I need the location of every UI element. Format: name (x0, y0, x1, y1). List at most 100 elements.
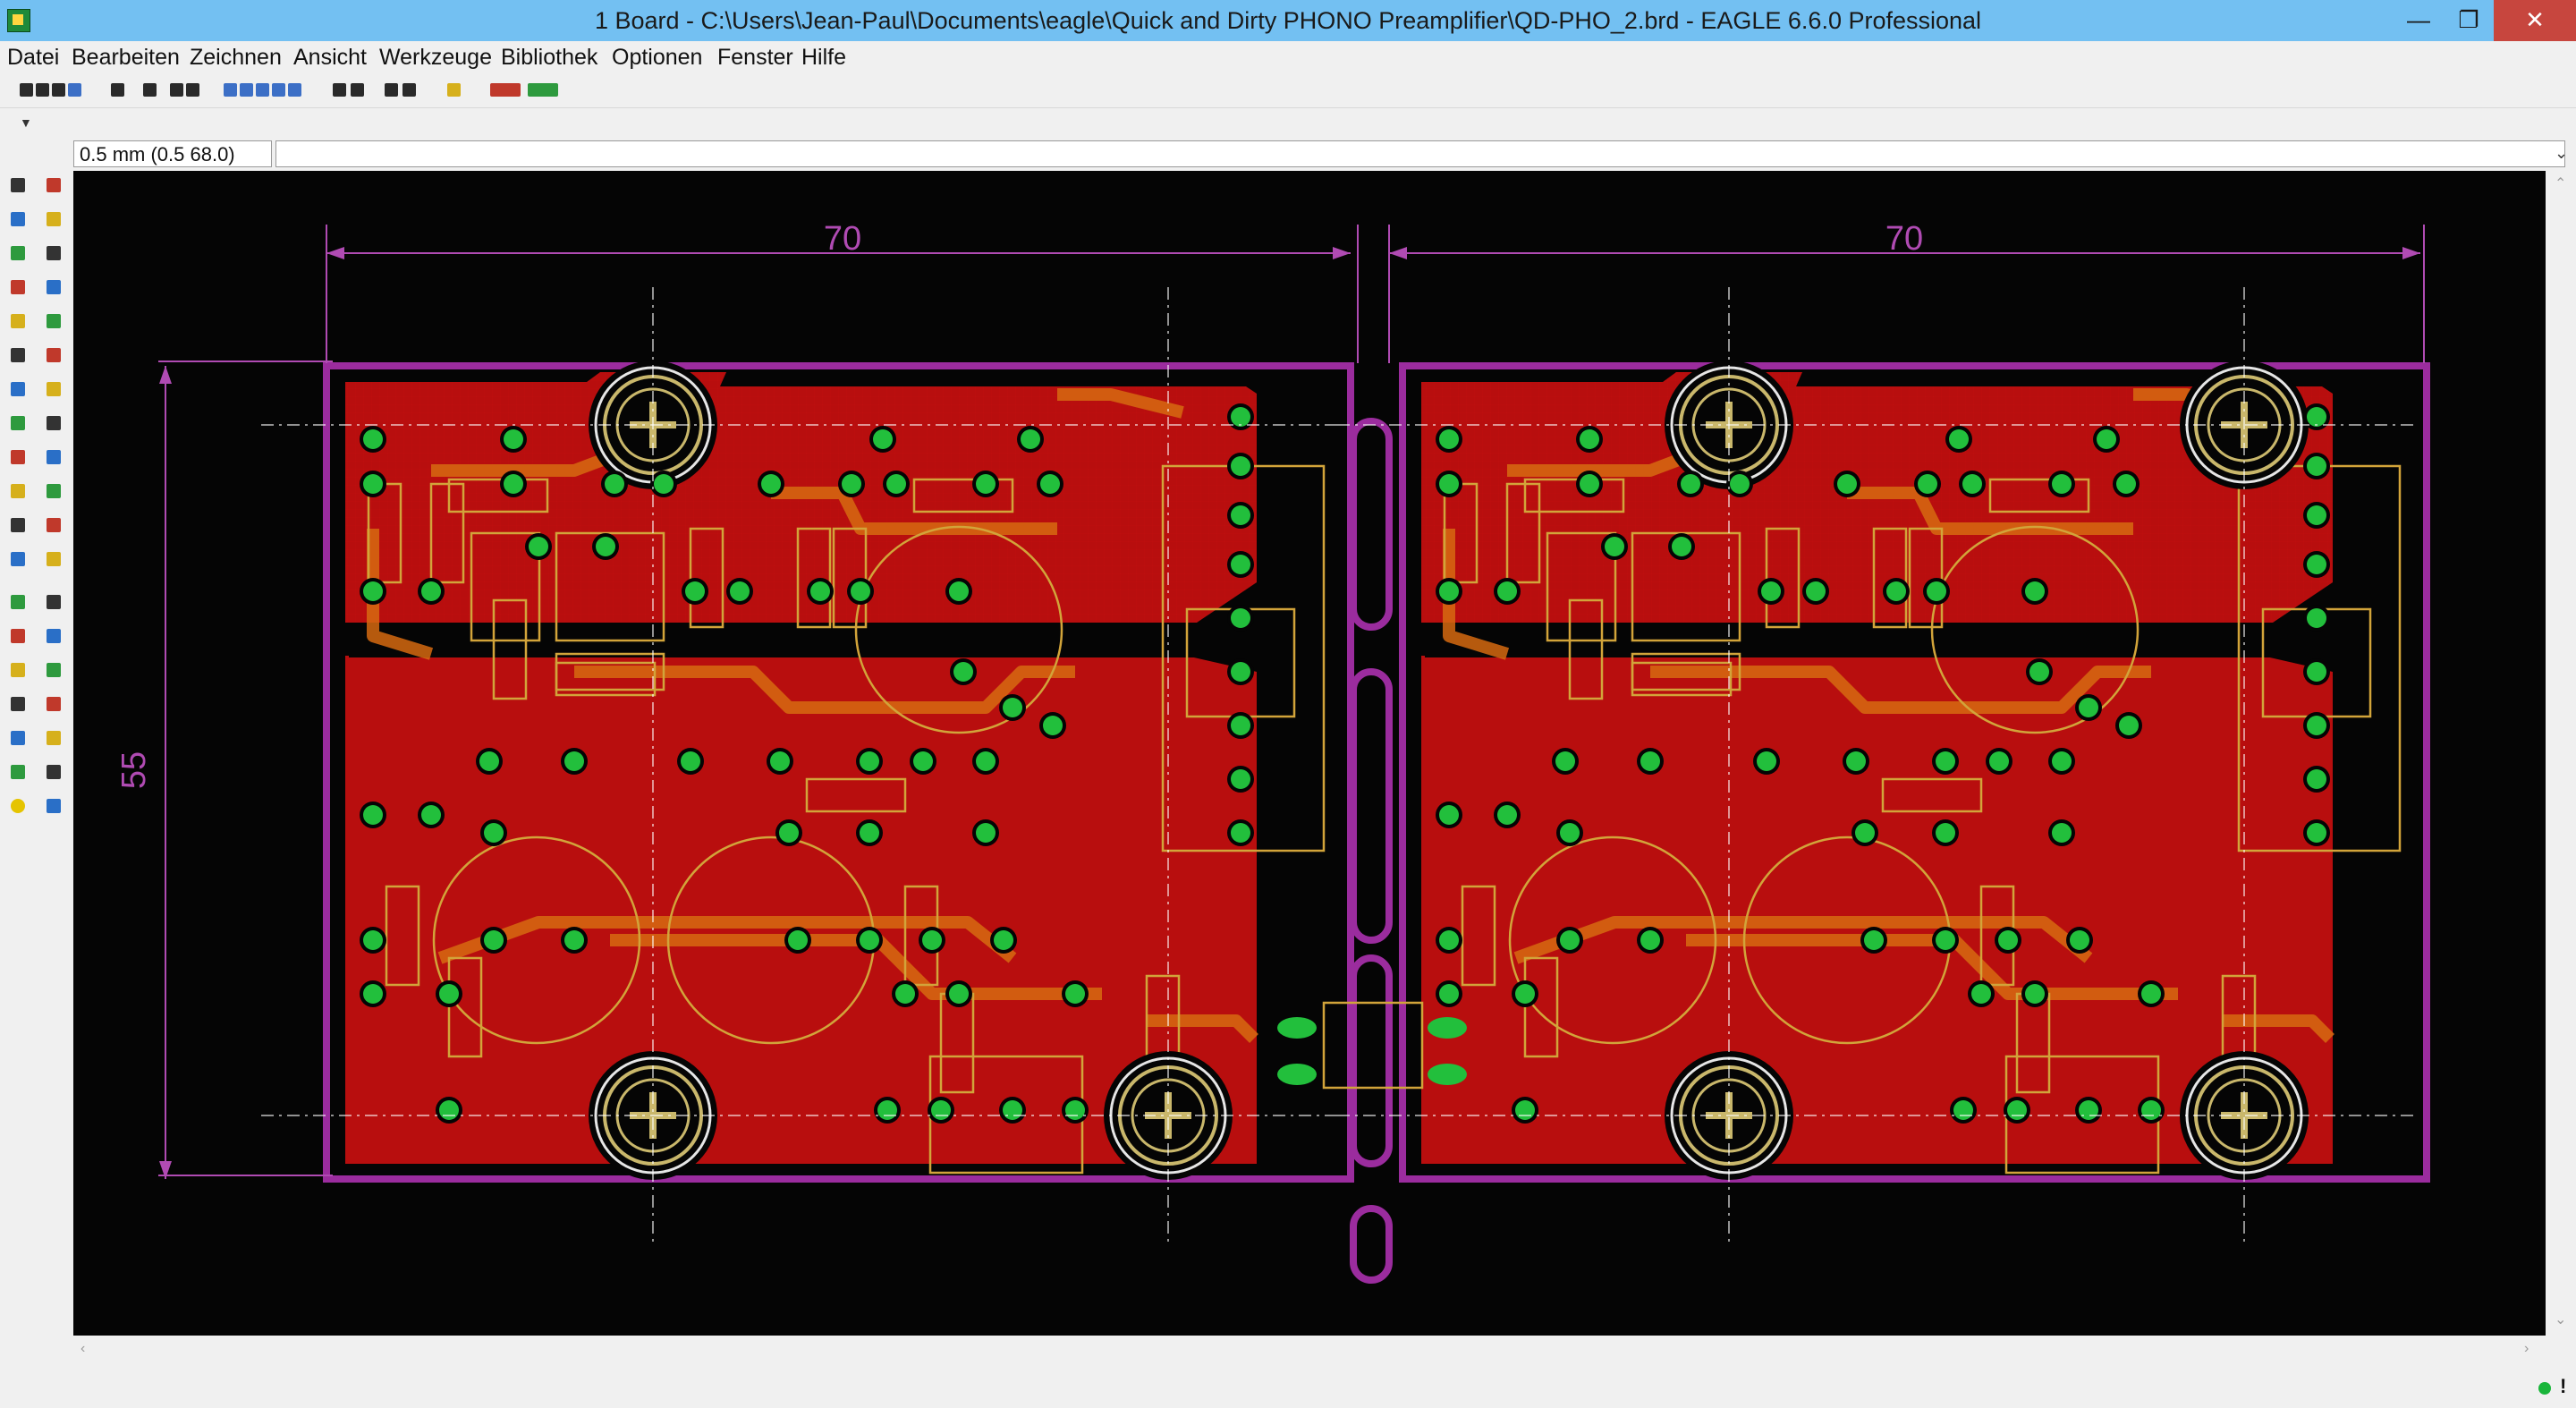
undo-icon[interactable] (333, 83, 346, 97)
signal-icon[interactable] (47, 663, 61, 677)
scroll-right-icon[interactable]: › (2524, 1341, 2529, 1356)
design-link-icon[interactable] (490, 83, 521, 97)
zoom-out-icon[interactable] (256, 83, 269, 97)
replace-icon[interactable] (47, 382, 61, 396)
split-icon[interactable] (11, 484, 25, 498)
copy-icon[interactable] (47, 246, 61, 260)
ratsnest-icon[interactable] (47, 731, 61, 745)
name-icon[interactable] (11, 416, 25, 430)
go-icon[interactable] (402, 83, 416, 97)
menu-hilfe[interactable]: Hilfe (801, 45, 847, 70)
hole-icon[interactable] (11, 697, 25, 711)
pad (1497, 581, 1517, 601)
zoom-fit-icon[interactable] (224, 83, 237, 97)
group-icon[interactable] (11, 314, 25, 328)
wire-icon[interactable] (11, 552, 25, 566)
pad (1231, 555, 1250, 574)
pad (685, 581, 705, 601)
mark-icon[interactable] (47, 212, 61, 226)
menu-ansicht[interactable]: Ansicht (293, 45, 367, 70)
close-button[interactable]: ✕ (2494, 0, 2576, 41)
open-icon[interactable] (20, 83, 33, 97)
eagle-app-icon[interactable] (7, 9, 30, 32)
zoom-in-icon[interactable] (240, 83, 253, 97)
vertical-scrollbar[interactable]: ⌃ ⌄ (2546, 171, 2576, 1336)
restore-button[interactable]: ❐ (2458, 6, 2479, 33)
rotate-icon[interactable] (47, 280, 61, 294)
arc-icon[interactable] (47, 595, 61, 609)
circle-icon[interactable] (11, 595, 25, 609)
scroll-down-icon[interactable]: ⌄ (2555, 1312, 2567, 1327)
add-icon[interactable] (11, 382, 25, 396)
resistor-outline (429, 482, 465, 584)
menu-optionen[interactable]: Optionen (612, 45, 703, 70)
mirror-icon[interactable] (11, 280, 25, 294)
board-canvas[interactable]: 70 70 55 (73, 171, 2546, 1336)
command-history-chevron-icon[interactable]: ⌄ (2555, 144, 2569, 162)
zoom-redraw-icon[interactable] (272, 83, 285, 97)
erc-icon[interactable] (47, 799, 61, 813)
text-icon[interactable] (47, 552, 61, 566)
pad (2307, 608, 2326, 628)
help-icon[interactable] (447, 83, 461, 97)
ripup-icon[interactable] (47, 518, 61, 532)
rect-icon[interactable] (11, 629, 25, 643)
polygon-icon[interactable] (47, 629, 61, 643)
pad (1065, 1100, 1085, 1120)
pad (976, 751, 996, 771)
menu-fenster[interactable]: Fenster (717, 45, 793, 70)
stop-icon[interactable] (385, 83, 398, 97)
menu-zeichnen[interactable]: Zeichnen (190, 45, 282, 70)
pad (761, 474, 781, 494)
show-icon[interactable] (47, 178, 61, 192)
zoom-select-icon[interactable] (288, 83, 301, 97)
status-alert[interactable]: ! (2560, 1375, 2567, 1397)
dimension-icon[interactable] (11, 731, 25, 745)
value-icon[interactable] (47, 416, 61, 430)
dropdown-arrow-icon[interactable]: ▼ (20, 115, 32, 130)
board-icon[interactable] (186, 83, 199, 97)
resistor-outline (1765, 527, 1801, 629)
change-icon[interactable] (47, 314, 61, 328)
print-icon[interactable] (52, 83, 65, 97)
menu-datei[interactable]: Datei (7, 45, 60, 70)
pad (1918, 474, 1937, 494)
scroll-up-icon[interactable]: ⌃ (2555, 176, 2567, 191)
display-icon[interactable] (11, 212, 25, 226)
menu-bibliothek[interactable]: Bibliothek (501, 45, 598, 70)
smash-icon[interactable] (11, 450, 25, 464)
pcb-quote-icon[interactable] (528, 83, 558, 97)
scroll-left-icon[interactable]: ‹ (80, 1341, 86, 1356)
paste-icon[interactable] (11, 348, 25, 362)
cam-icon[interactable] (68, 83, 81, 97)
dimension-arrow (159, 1161, 172, 1179)
run-ulp-icon[interactable] (143, 83, 157, 97)
copper-trace (1650, 666, 2151, 714)
via-icon[interactable] (11, 663, 25, 677)
pad (2307, 555, 2326, 574)
auto-icon[interactable] (11, 765, 25, 779)
delete-icon[interactable] (47, 348, 61, 362)
pad (504, 474, 523, 494)
optimize-icon[interactable] (47, 484, 61, 498)
redo-icon[interactable] (351, 83, 364, 97)
horizontal-scrollbar[interactable]: ‹ › (73, 1336, 2546, 1366)
drc-icon[interactable] (47, 765, 61, 779)
save-icon[interactable] (36, 83, 49, 97)
pad (976, 474, 996, 494)
pad (2141, 1100, 2161, 1120)
command-input[interactable] (275, 140, 2565, 167)
info-icon[interactable] (11, 178, 25, 192)
menu-werkzeuge[interactable]: Werkzeuge (379, 45, 492, 70)
schematic-icon[interactable] (170, 83, 183, 97)
script-icon[interactable] (111, 83, 124, 97)
route-icon[interactable] (11, 518, 25, 532)
window-title: 1 Board - C:\Users\Jean-Paul\Documents\e… (594, 7, 1982, 34)
board-outline-right (1399, 362, 2430, 1183)
move-icon[interactable] (11, 246, 25, 260)
attribute-icon[interactable] (47, 697, 61, 711)
menu-bearbeiten[interactable]: Bearbeiten (72, 45, 180, 70)
errors-icon[interactable] (11, 799, 25, 813)
miter-icon[interactable] (47, 450, 61, 464)
minimize-button[interactable]: — (2407, 6, 2430, 33)
